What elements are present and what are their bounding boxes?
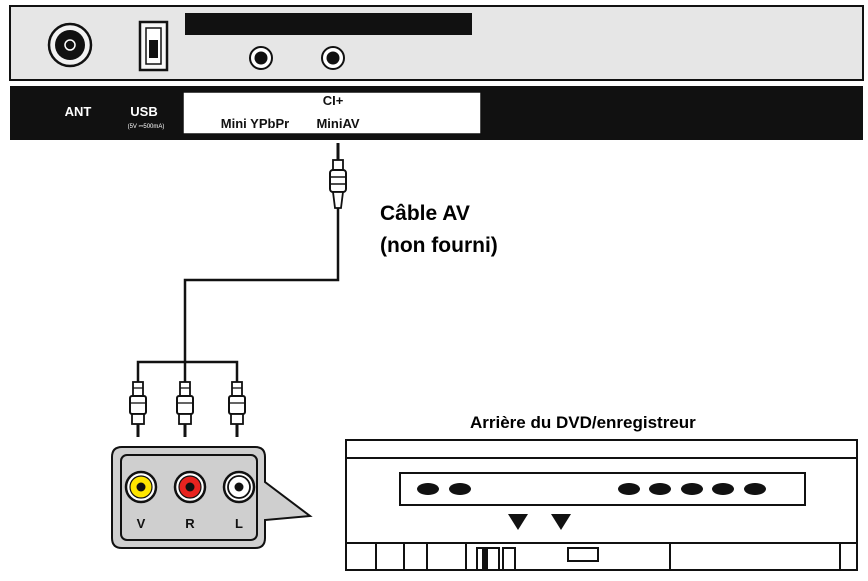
dvd-connector-row [417,483,766,495]
cable-note: (non fourni) [380,234,498,257]
mini-ypbpr-jack [249,46,273,70]
ci-slot [185,13,472,35]
down-arrow-icon [508,514,528,530]
jack-label-l: L [235,516,243,531]
rca-plug-r [176,381,194,437]
antenna-socket [47,22,93,68]
usb-port [138,20,169,72]
dvd-title: Arrière du DVD/enregistreur [470,413,696,432]
jack-label-v: V [137,516,146,531]
usb-spec-label: (5V ⎓500mA) [128,124,165,130]
audio-left-jack-white [222,470,256,504]
rca-plug-l [228,381,246,437]
dvd-base-slots [375,543,841,571]
down-arrow-icon [551,514,571,530]
mini-ypbpr-label: Mini YPbPr [221,116,289,131]
miniav-jack [321,46,345,70]
tv-panel: ANT USB (5V ⎓500mA) CI+ Mini YPbPr MiniA… [9,5,864,140]
mini-plug [329,143,347,209]
ci-label: CI+ [323,93,344,108]
audio-right-jack-red [173,470,207,504]
dvd-recorder [345,439,858,571]
miniav-label: MiniAV [316,116,359,131]
video-jack-yellow [124,470,158,504]
rca-plug-v [129,381,147,437]
rca-jack-callout: V R L [111,446,313,549]
av-cable [129,143,347,437]
ant-label: ANT [65,104,92,119]
tv-label-box [182,91,482,135]
usb-label: USB [130,104,157,119]
jack-label-r: R [185,516,195,531]
cable-title: Câble AV [380,202,470,225]
